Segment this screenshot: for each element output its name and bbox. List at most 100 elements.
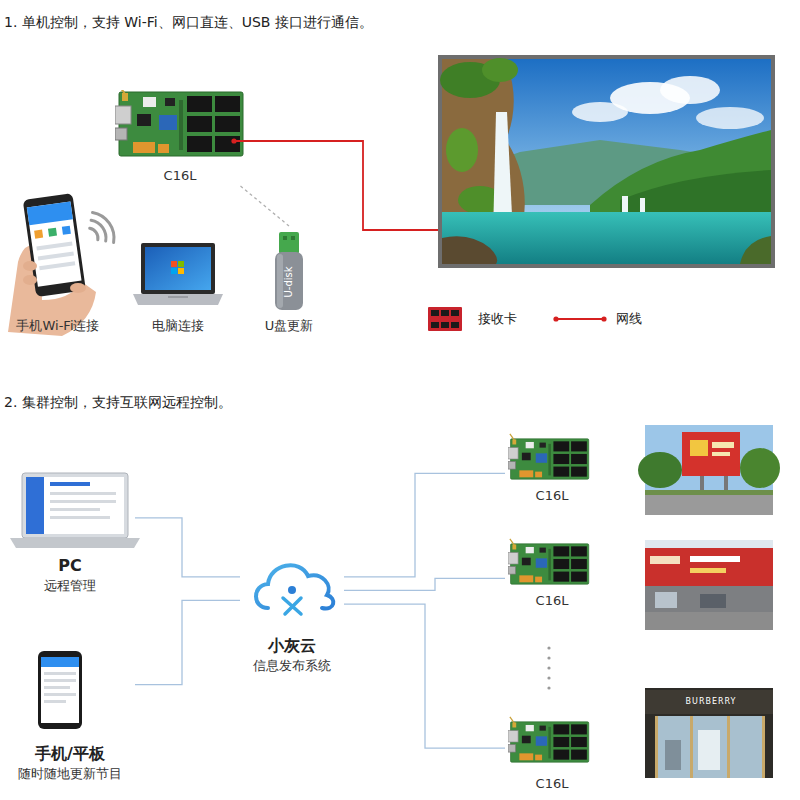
node-label: C16L: [164, 168, 197, 184]
cloud-logo: [256, 565, 333, 614]
storefront-photo: [655, 716, 658, 778]
node-label: 远程管理: [44, 578, 96, 594]
pc-laptop-picture: [50, 492, 116, 495]
led-screen: [740, 236, 771, 264]
tablet-phone-picture: [41, 657, 79, 723]
usb-drive-picture: [275, 252, 303, 310]
controller-card: C16L: [505, 430, 599, 506]
usb-print: U-disk: [283, 266, 295, 297]
node-title: 手机/平板: [35, 744, 105, 764]
controller-board-picture: [115, 84, 243, 156]
connector: [240, 186, 289, 226]
tablet-phone-picture: [44, 679, 76, 682]
laptop-picture: [133, 243, 223, 305]
legend-cable-sample: [556, 318, 604, 320]
controller-card: C16L: [505, 712, 599, 794]
phone-wifi-node: 手机Wi-Fi连接: [4, 180, 112, 336]
node-label: C16L: [536, 593, 569, 609]
node-label: 随时随地更新节目: [18, 766, 122, 782]
usb-drive-picture: [279, 232, 299, 254]
controller-board-picture: [508, 434, 589, 762]
controller-board-picture: [508, 539, 589, 584]
phone-in-hand: [23, 261, 37, 271]
pc-laptop-picture: [10, 538, 140, 548]
laptop-picture: [178, 261, 184, 267]
controller-board-picture: [115, 84, 243, 156]
laptop-picture: [145, 247, 211, 290]
ellipsis-dots: [547, 686, 550, 689]
storefront-photo: [645, 688, 773, 778]
controller-card: C16L: [108, 88, 252, 186]
laptop-picture: [141, 243, 215, 294]
usb-drive-picture: [240, 160, 303, 310]
led-screen: [572, 102, 628, 122]
controller-card: C16L: [505, 535, 599, 611]
billboard-photo: [682, 432, 740, 476]
laptop-picture: [171, 261, 177, 267]
red-network-cable: [231, 138, 438, 230]
phone-in-hand: [8, 193, 96, 336]
ellipsis-dots: [547, 646, 550, 689]
pc-laptop-picture: [26, 477, 44, 534]
pc-laptop-picture: [10, 473, 140, 548]
cloud-logo: [288, 586, 296, 594]
ellipsis-dots: [547, 656, 550, 659]
billboard-photo: [712, 452, 730, 456]
phone-in-hand: [36, 242, 72, 251]
legend-text: 网线: [616, 311, 642, 327]
billboard-photo: [740, 448, 780, 488]
laptop-picture: [168, 296, 188, 298]
controller-board-picture: [508, 717, 589, 762]
led-screen: [622, 196, 628, 212]
storefront-photo: [698, 730, 720, 770]
node-label: C16L: [536, 488, 569, 504]
storefront-photo: [727, 716, 730, 778]
legend-receiving-card-icon: [441, 310, 449, 316]
billboard-photo: [690, 440, 708, 456]
phone-in-hand: [48, 228, 57, 237]
street-sign-photo: [645, 612, 773, 630]
ellipsis-dots: [547, 676, 550, 679]
wifi-symbol: [93, 212, 114, 242]
wifi-symbol: [90, 212, 114, 242]
storefront-photo: [645, 688, 773, 778]
tablet-phone-picture: [44, 693, 76, 696]
storefront-photo: [762, 716, 765, 778]
legend-receiving-card-icon: [431, 310, 439, 316]
red-network-cable: [231, 138, 236, 143]
legend-receiving-card-icon: [451, 310, 459, 316]
ellipsis-dots: [547, 666, 550, 669]
led-screen: [446, 128, 478, 172]
node-label: 信息发布系统: [253, 658, 331, 674]
pc-laptop-picture: [50, 500, 116, 503]
led-screen: [438, 55, 775, 268]
pc-laptop-picture: [50, 508, 100, 511]
laptop-picture: [178, 268, 184, 274]
phone-in-hand: [38, 251, 74, 260]
node-label: 电脑连接: [152, 318, 204, 334]
mobile-node: 手机/平板随时随地更新节目: [5, 648, 135, 784]
led-screen: [438, 55, 775, 268]
street-sign-photo: [645, 540, 773, 630]
legend-cable-sample: [601, 316, 606, 321]
phone-in-hand: [34, 230, 43, 239]
section-heading: 1. 单机控制，支持 Wi-Fi、网口直连、USB 接口进行通信。: [4, 13, 373, 31]
usb-drive-picture: [291, 236, 295, 240]
node-title: 小灰云: [268, 636, 316, 656]
wifi-symbol: [90, 228, 98, 240]
led-screen: [482, 58, 518, 82]
node-label: C16L: [536, 776, 569, 792]
legend-receiving-card-icon: [428, 307, 462, 331]
phone-in-hand: [23, 193, 86, 297]
cloud-logo: [283, 598, 301, 614]
storefront-photo: [690, 716, 693, 778]
laptop-node: 电脑连接: [126, 240, 230, 336]
billboard-photo: [638, 425, 780, 515]
street-sign-photo: [645, 540, 773, 630]
tablet-phone-picture: [44, 672, 76, 675]
led-screen: [640, 198, 645, 212]
billboard-photo: [645, 495, 773, 515]
controller-board-picture: [508, 434, 589, 479]
phone-in-hand: [39, 261, 75, 270]
